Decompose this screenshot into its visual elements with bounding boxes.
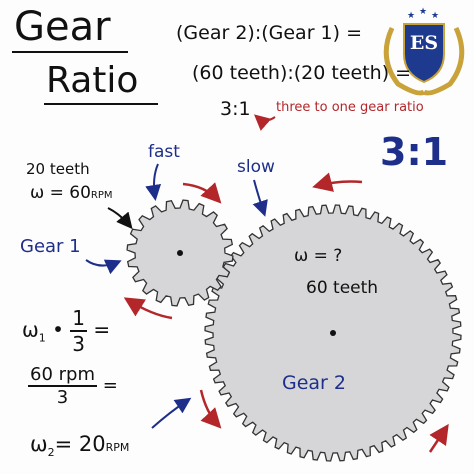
gear-1-omega-value: ω = 60 [30,183,91,203]
gear-1-shape [126,199,234,307]
calc-step-3-unit: RPM [105,441,130,454]
equation-line-2: (60 teeth):(20 teeth) = [192,62,412,84]
gear-1-omega-unit: RPM [90,190,113,201]
calc-step-1-omega: ω [22,317,39,342]
calc-step-1-denominator: 3 [72,332,85,356]
calc-step-2-denominator: 3 [56,387,69,408]
calc-step-1-numerator: 1 [70,306,87,332]
rotation-arrow-gear2-bottom-right [428,423,449,453]
rotation-arrow-gear2-bottom-left [199,389,222,429]
svg-text:★: ★ [431,11,439,21]
svg-text:★: ★ [407,11,415,21]
gear-1-omega: ω = 60RPM [30,183,113,203]
calc-step-2-equals: = [102,375,118,396]
pointer-teeth [107,207,133,230]
svg-text:★: ★ [419,7,427,17]
title-line-2: Ratio [46,60,139,101]
logo-emblem: ★ ★ ★ [383,7,465,96]
pointer-fast [145,163,162,201]
equation-result: 3:1 [220,98,251,120]
calc-step-2-fraction: 60 rpm 3 [28,364,97,408]
calc-step-3: ω2= 20RPM [30,432,129,459]
calc-step-1: ω1 • 1 3 = [22,306,110,356]
logo-text: ES [409,32,439,54]
calc-step-3-value: = 20 [54,432,106,456]
title-line-1: Gear [14,4,111,50]
gear-1-teeth-label: 20 teeth [26,160,90,178]
calc-step-2-numerator: 60 rpm [28,364,97,387]
gear-2-name: Gear 2 [282,372,346,394]
calc-step-3-omega: ω [30,432,48,456]
gear-2-speed-label: slow [237,157,275,177]
pointer-slow [252,179,268,217]
rotation-arrow-gear1-top [182,182,222,204]
gear-2-omega: ω = ? [294,246,343,266]
calc-step-1-equals: = [93,317,111,342]
gear-1-name: Gear 1 [20,236,81,257]
note-arrow [253,114,276,131]
gear-1-speed-label: fast [148,142,180,162]
pointer-gear2 [151,397,192,429]
pointer-gear1 [85,259,122,275]
equation-note: three to one gear ratio [276,100,424,115]
calc-step-2: 60 rpm 3 = [28,364,118,408]
calc-step-1-subscript: 1 [38,331,46,345]
calc-step-1-fraction: 1 3 [70,306,87,356]
equation-line-1: (Gear 2):(Gear 1) = [176,22,363,44]
rotation-arrow-gear2-top [312,172,363,192]
big-ratio: 3:1 [380,130,449,174]
gear-2-teeth-label: 60 teeth [306,278,379,298]
calc-step-3-subscript: 2 [47,446,55,460]
calc-step-1-dot: • [52,317,64,342]
gear-2-shape [204,204,462,462]
rotation-arrow-gear1-bottom [123,297,173,320]
